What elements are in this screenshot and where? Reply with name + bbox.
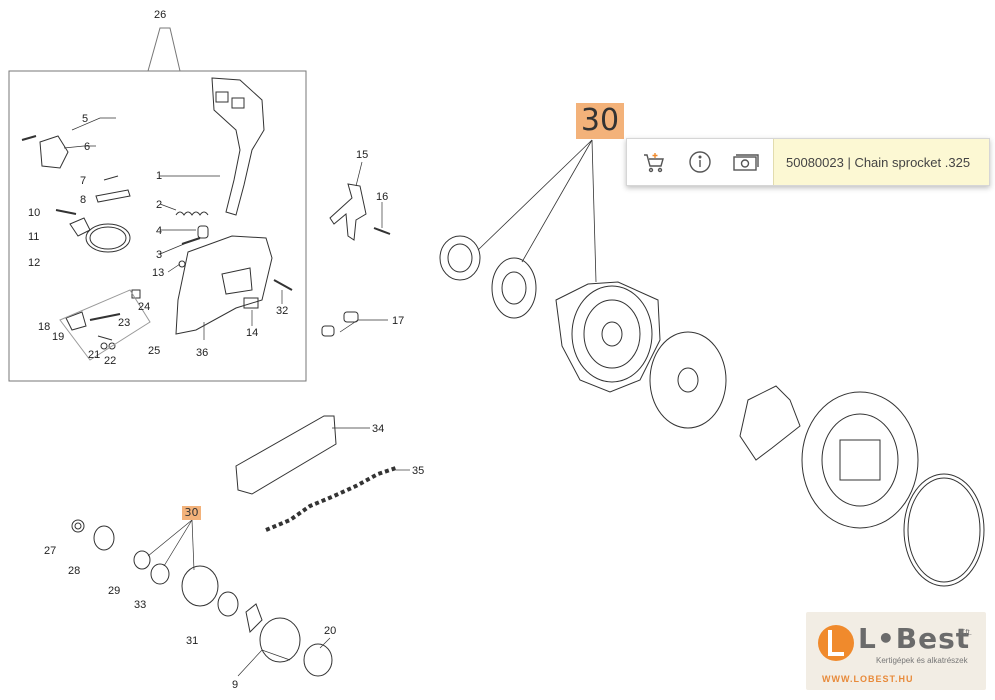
callout-28: 28: [68, 565, 80, 577]
info-icon[interactable]: [685, 147, 715, 177]
callout-21: 21: [88, 349, 100, 361]
callout-17: 17: [392, 315, 404, 327]
part-description: 50080023 | Chain sprocket .325: [773, 139, 989, 185]
logo-circle-icon: [818, 625, 854, 661]
callout-6: 6: [84, 141, 90, 153]
popup-actions: [627, 139, 773, 185]
callout-33: 33: [134, 599, 146, 611]
callout-3: 3: [156, 249, 162, 261]
logo-kft: Kft.: [960, 628, 973, 637]
part-popup: 50080023 | Chain sprocket .325: [626, 138, 990, 186]
callout-29: 29: [108, 585, 120, 597]
callout-34: 34: [372, 423, 384, 435]
callout-14: 14: [246, 327, 258, 339]
part-29-needle-bearing[interactable]: [439, 235, 481, 281]
part-30-clutch-drum[interactable]: [555, 281, 661, 393]
part-1-bracket[interactable]: [211, 77, 265, 216]
callout-15: 15: [356, 149, 368, 161]
lobest-logo: L•Best Kft. Kertigépek és alkatrészek WW…: [806, 612, 986, 690]
callout-31: 31: [186, 635, 198, 647]
assembly-box: [8, 70, 307, 382]
callout-8: 8: [80, 194, 86, 206]
callout-35: 35: [412, 465, 424, 477]
part-20-spring-ring[interactable]: [903, 473, 985, 587]
part-33-rim-sprocket[interactable]: [491, 257, 537, 319]
part-34-guide-bar[interactable]: [235, 415, 337, 495]
callout-18: 18: [38, 321, 50, 333]
logo-tagline: Kertigépek és alkatrészek: [876, 656, 968, 665]
callout-27: 27: [44, 545, 56, 557]
callout-11: 11: [28, 231, 39, 243]
add-to-cart-icon[interactable]: [639, 147, 669, 177]
callout-32: 32: [276, 305, 288, 317]
callout-9: 9: [232, 679, 238, 691]
callout-12: 12: [28, 257, 40, 269]
callout-1: 1: [156, 170, 162, 182]
highlight-30-large[interactable]: 30: [576, 103, 624, 139]
callout-labels: 26 1 2 4 3 13 5 6 7 8 10 11 12 24 23 18 …: [28, 9, 424, 691]
callout-7: 7: [80, 175, 86, 187]
callout-24: 24: [138, 301, 150, 313]
callout-16: 16: [376, 191, 388, 203]
callout-13: 13: [152, 267, 164, 279]
price-icon[interactable]: [731, 147, 761, 177]
part-9-clutch-shoes[interactable]: [801, 391, 919, 529]
callout-10: 10: [28, 207, 40, 219]
part-35-chain[interactable]: [265, 466, 397, 532]
part-31-washer[interactable]: [649, 331, 727, 429]
logo-brand: L•Best: [858, 622, 971, 655]
callout-26: 26: [154, 9, 166, 21]
callout-22: 22: [104, 355, 116, 367]
callout-5: 5: [82, 113, 88, 125]
part-9-clutch-hub[interactable]: [739, 385, 801, 461]
callout-25: 25: [148, 345, 160, 357]
callout-20: 20: [324, 625, 336, 637]
callout-4: 4: [156, 225, 162, 237]
callout-36: 36: [196, 347, 208, 359]
highlight-30-small[interactable]: 30: [182, 506, 201, 520]
callout-2: 2: [156, 199, 162, 211]
callout-19: 19: [52, 331, 64, 343]
logo-url: WWW.LOBEST.HU: [822, 674, 914, 684]
callout-23: 23: [118, 317, 130, 329]
